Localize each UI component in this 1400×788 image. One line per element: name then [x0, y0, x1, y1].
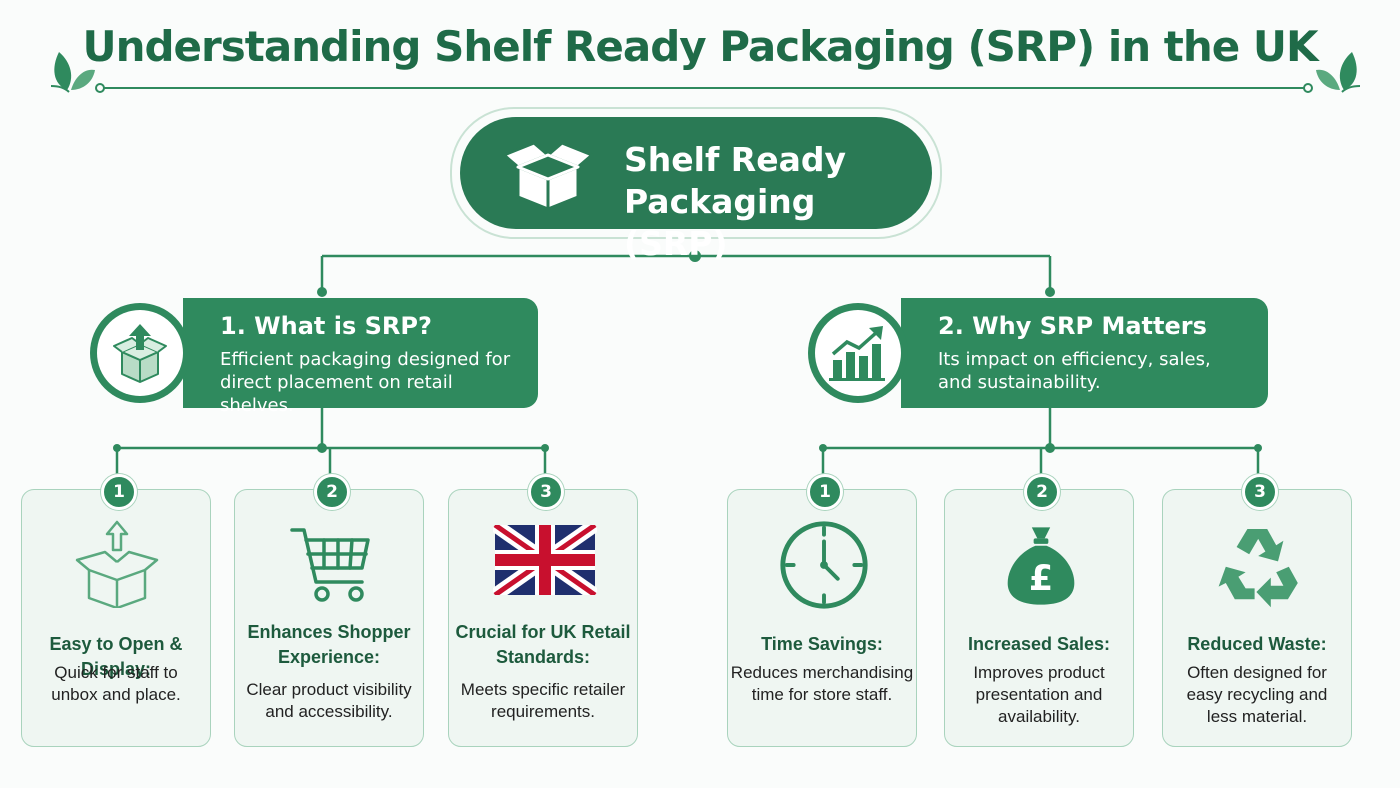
section-description-line2: direct placement on retail shelves. [220, 372, 453, 416]
step-badge: 3 [1242, 474, 1278, 510]
recycle-icon [1218, 529, 1298, 608]
card-text-line1: Often designed for [1187, 663, 1327, 682]
card-text: Meets specific retailer requirements. [449, 679, 637, 723]
card-text-line1: Quick for staff to [54, 663, 178, 682]
card-text: Often designed for easy recycling and le… [1163, 662, 1351, 728]
open-box-icon [502, 141, 594, 211]
card-text: Reduces merchandising time for store sta… [728, 662, 916, 706]
card-text-line2: presentation and [975, 685, 1103, 704]
step-badge: 1 [807, 474, 843, 510]
open-box-arrow-icon [75, 520, 159, 608]
section-description-line2: and sustainability. [938, 372, 1101, 393]
svg-text:£: £ [1029, 559, 1053, 599]
card-title: Reduced Waste: [1163, 632, 1351, 657]
card-title-line2: Experience: [277, 647, 381, 667]
card-title: Crucial for UK Retail Standards: [449, 620, 637, 670]
card-text-line2: time for store staff. [751, 685, 893, 704]
card-title: Time Savings: [728, 632, 916, 657]
step-badge: 1 [101, 474, 137, 510]
card-title-line1: Easy to Open & Display: [49, 634, 183, 679]
leaf-icon [50, 52, 95, 93]
page-title: Understanding Shelf Ready Packaging (SRP… [82, 22, 1318, 71]
section-description-line1: Its impact on efficiency, sales, [938, 349, 1211, 370]
clock-icon [780, 521, 868, 609]
section-description: Its impact on efficiency, sales, and sus… [938, 348, 1248, 394]
uk-flag-icon [493, 525, 597, 595]
card-title-line1: Crucial for UK Retail [455, 622, 631, 642]
growth-chart-icon [829, 326, 885, 381]
leaf-icon [1316, 52, 1361, 93]
section-banner-what-is-srp: 1. What is SRP? Efficient packaging desi… [90, 298, 538, 416]
card-text: Improves product presentation and availa… [945, 662, 1133, 728]
card-text-line1: Clear product visibility [246, 680, 412, 699]
card-text-line3: less material. [1206, 707, 1308, 726]
card-text-line3: availability. [998, 707, 1080, 726]
card-uk-retail-standards: Crucial for UK Retail Standards: Meets s… [448, 489, 638, 747]
step-badge: 2 [1024, 474, 1060, 510]
card-text-line2: requirements. [491, 702, 595, 721]
card-text-line2: and accessibility. [265, 702, 393, 721]
card-title-line2: Standards: [495, 647, 591, 667]
card-text: Quick for staff to unbox and place. [22, 662, 210, 706]
section-heading: 1. What is SRP? [220, 312, 432, 340]
central-node: Shelf Ready Packaging (SRP) [450, 107, 942, 263]
central-label-line1: Shelf Ready [624, 140, 846, 179]
pound-money-bag-icon: £ [1007, 527, 1075, 605]
card-time-savings: Time Savings: Reduces merchandising time… [727, 489, 917, 747]
section-description-line1: Efficient packaging designed for [220, 349, 511, 370]
step-badge: 2 [314, 474, 350, 510]
card-text-line1: Improves product [973, 663, 1105, 682]
card-text-line1: Meets specific retailer [460, 680, 626, 699]
card-title-line1: Enhances Shopper [247, 622, 411, 642]
section-heading: 2. Why SRP Matters [938, 312, 1207, 340]
card-title-line1: Increased Sales: [967, 634, 1111, 654]
card-reduced-waste: Reduced Waste: Often designed for easy r… [1162, 489, 1352, 747]
card-title: Increased Sales: [945, 632, 1133, 657]
card-title: Enhances Shopper Experience: [235, 620, 423, 670]
card-text: Clear product visibility and accessibili… [235, 679, 423, 723]
shopping-cart-icon [290, 528, 370, 602]
box-upload-icon [113, 324, 167, 383]
card-title-line1: Time Savings: [761, 634, 883, 654]
central-label: Shelf Ready Packaging (SRP) [624, 139, 924, 265]
card-text-line1: Reduces merchandising [730, 663, 914, 682]
card-easy-to-open: Easy to Open & Display: Quick for staff … [21, 489, 211, 747]
card-title-line1: Reduced Waste: [1187, 634, 1327, 654]
step-badge: 3 [528, 474, 564, 510]
central-label-line2: Packaging (SRP) [624, 182, 816, 263]
card-text-line2: unbox and place. [51, 685, 181, 704]
card-enhances-shopper-experience: Enhances Shopper Experience: Clear produ… [234, 489, 424, 747]
section-description: Efficient packaging designed for direct … [220, 348, 530, 417]
card-text-line2: easy recycling and [1186, 685, 1328, 704]
card-title: Easy to Open & Display: [22, 632, 210, 682]
card-increased-sales: £ Increased Sales: Improves product pres… [944, 489, 1134, 747]
section-banner-why-srp-matters: 2. Why SRP Matters Its impact on efficie… [808, 298, 1268, 408]
